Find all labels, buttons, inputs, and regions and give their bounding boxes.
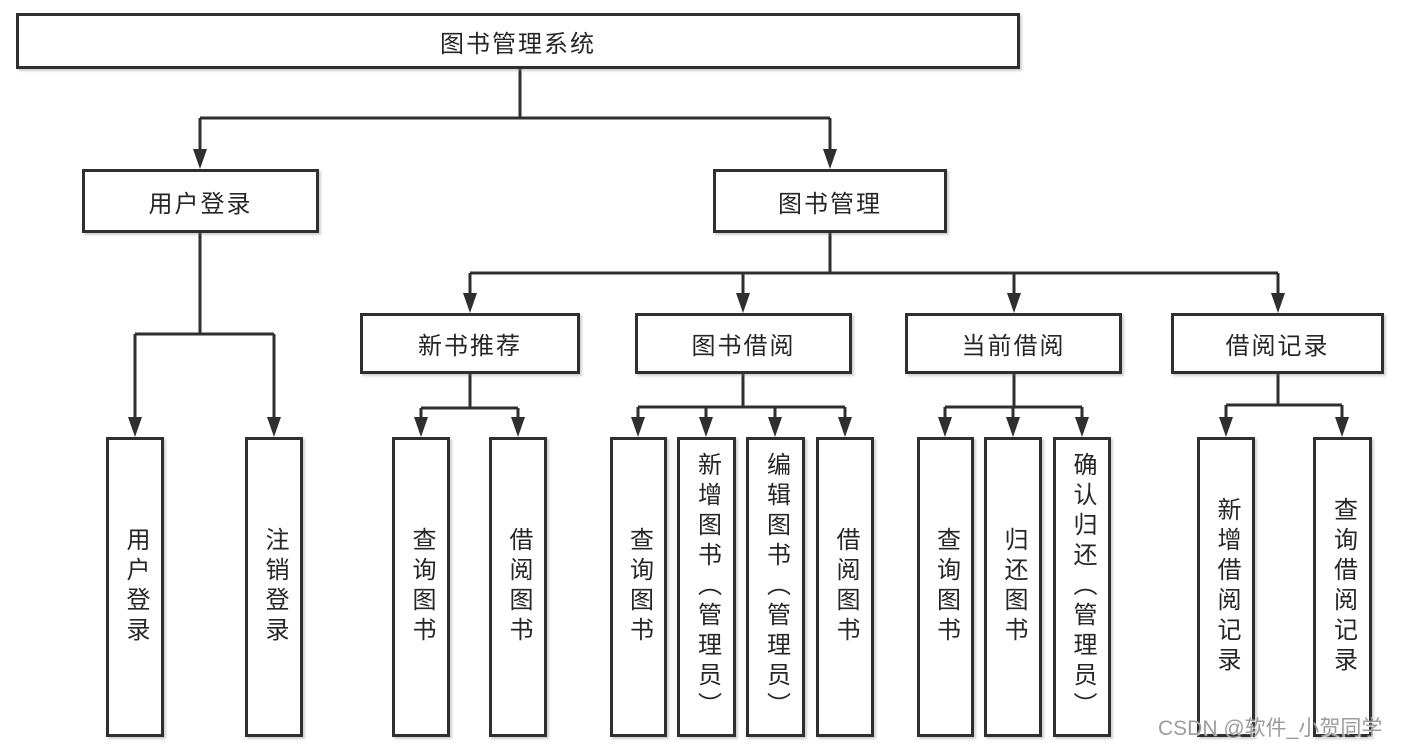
leaf-add-borrow-record-label: 新增借阅记录: [1213, 497, 1240, 677]
leaf-add-books-admin-label: 新增图书（管理员）: [693, 452, 721, 722]
connector-root-to-level1: [193, 69, 837, 169]
node-user-login: 用户登录: [82, 169, 319, 233]
leaf-query-books-borrow: 查询图书: [610, 437, 667, 737]
leaf-logout: 注销登录: [245, 437, 303, 737]
node-book-borrowing-label: 图书借阅: [691, 333, 796, 360]
leaf-query-borrow-record-label: 查询借阅记录: [1329, 497, 1357, 677]
node-root-system: 图书管理系统: [16, 13, 1020, 69]
node-root-label: 图书管理系统: [440, 30, 596, 58]
leaf-query-books-current: 查询图书: [917, 437, 974, 737]
node-current-borrowing: 当前借阅: [905, 313, 1122, 374]
connector-records-to-leaves: [1219, 374, 1349, 437]
leaf-logout-label: 注销登录: [261, 527, 288, 647]
node-borrowing-records: 借阅记录: [1171, 313, 1384, 374]
leaf-edit-books-admin-label: 编辑图书（管理员）: [762, 452, 790, 722]
csdn-watermark: CSDN @软件_小贺同学: [1158, 717, 1383, 740]
leaf-confirm-return-admin: 确认归还（管理员）: [1053, 437, 1111, 737]
node-book-management-label: 图书管理: [778, 190, 882, 218]
leaf-user-login: 用户登录: [106, 437, 164, 737]
node-borrowing-records-label: 借阅记录: [1225, 333, 1330, 360]
connector-mgmt-to-level2: [463, 233, 1285, 313]
leaf-return-books-label: 归还图书: [1000, 527, 1027, 647]
connector-login-to-leaves: [128, 233, 281, 437]
leaf-add-books-admin: 新增图书（管理员）: [677, 437, 736, 737]
leaf-query-books-recommend: 查询图书: [392, 437, 450, 737]
node-book-borrowing: 图书借阅: [635, 313, 852, 374]
node-new-book-recommend-label: 新书推荐: [418, 333, 522, 360]
leaf-borrow-books-label: 借阅图书: [832, 527, 859, 647]
node-new-book-recommend: 新书推荐: [360, 313, 580, 374]
connector-borrow-to-leaves: [631, 374, 852, 437]
leaf-borrow-books-recommend: 借阅图书: [489, 437, 547, 737]
leaf-return-books: 归还图书: [984, 437, 1042, 737]
leaf-query-books-current-label: 查询图书: [932, 527, 960, 647]
leaf-query-borrow-record: 查询借阅记录: [1313, 437, 1372, 737]
leaf-add-borrow-record: 新增借阅记录: [1197, 437, 1255, 737]
leaf-query-books-recommend-label: 查询图书: [408, 527, 435, 647]
connector-current-to-leaves: [938, 374, 1089, 437]
leaf-borrow-books: 借阅图书: [816, 437, 874, 737]
connector-newbook-to-leaves: [414, 374, 525, 437]
node-user-login-label: 用户登录: [148, 190, 253, 218]
leaf-confirm-return-admin-label: 确认归还（管理员）: [1069, 452, 1096, 722]
leaf-borrow-books-recommend-label: 借阅图书: [505, 527, 532, 647]
leaf-edit-books-admin: 编辑图书（管理员）: [746, 437, 805, 737]
node-current-borrowing-label: 当前借阅: [961, 333, 1066, 360]
leaf-query-books-borrow-label: 查询图书: [625, 527, 653, 647]
leaf-user-login-label: 用户登录: [122, 527, 149, 647]
node-book-management: 图书管理: [713, 169, 947, 233]
